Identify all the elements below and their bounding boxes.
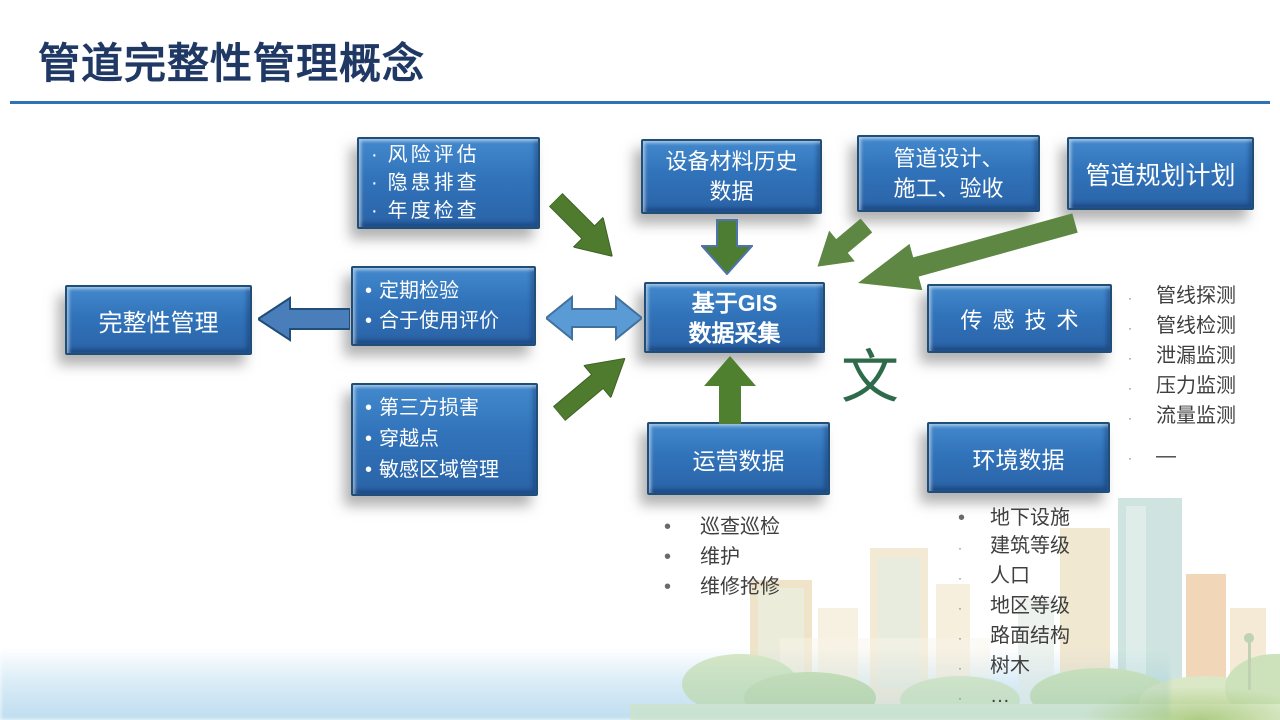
pipeline-design-construction-box: 管道设计、 施工、验收: [857, 135, 1040, 212]
equipment-line-1: 设备材料历史: [665, 148, 798, 174]
sensor-label: 传感技术: [960, 307, 1089, 333]
risk-assessment-box: · 风险评估 · 隐患排查 · 年度检查: [357, 137, 540, 229]
operation-label: 运营数据: [692, 447, 785, 474]
list-item: ·地区等级: [958, 595, 1070, 617]
risk-line-2: 隐患排查: [387, 172, 480, 194]
list-item: ·人口: [958, 565, 1030, 587]
environment-data-box: 环境数据: [927, 422, 1110, 493]
bullet: •: [365, 310, 373, 332]
third-line-3: 敏感区域管理: [379, 459, 500, 481]
list-item: ·…: [958, 685, 1010, 707]
arrow-operation-to-gis-icon: [704, 356, 756, 424]
list-item: ·管线探测: [1128, 285, 1236, 307]
third-party-damage-box: • 第三方损害 • 穿越点 • 敏感区域管理: [351, 383, 538, 496]
list-item: ·泄漏监测: [1128, 345, 1236, 367]
wen-annotation: 文: [841, 345, 900, 410]
integrity-label: 完整性管理: [98, 309, 219, 337]
list-item: •维修抢修: [664, 576, 780, 598]
sensor-technology-box: 传感技术: [927, 284, 1112, 353]
list-item: •巡查巡检: [664, 516, 780, 538]
list-item: ·管线检测: [1128, 315, 1236, 337]
bullet: ·: [371, 144, 381, 166]
list-item: ·路面结构: [958, 625, 1070, 647]
third-line-1: 第三方损害: [379, 397, 480, 419]
periodic-line-2: 合于使用评价: [379, 310, 500, 332]
list-item: ·压力监测: [1128, 375, 1236, 397]
environment-data-list: •地下设施 ·建筑等级 ·人口 ·地区等级 ·路面结构 ·树木 ·…: [958, 504, 1070, 712]
arrow-risk-to-gis-icon: [548, 192, 613, 257]
periodic-inspection-box: • 定期检验 • 合于使用评价: [351, 266, 536, 346]
list-item: ·建筑等级: [958, 535, 1070, 557]
arrow-planning-to-gis-icon: [858, 213, 1078, 291]
bullet: •: [365, 280, 373, 302]
arrow-equipment-to-gis-icon: [701, 219, 753, 275]
page-title: 管道完整性管理概念: [38, 40, 426, 87]
pipeline-planning-box: 管道规划计划: [1067, 137, 1254, 210]
arrow-thirdparty-to-gis-icon: [552, 357, 626, 422]
equipment-material-history-box: 设备材料历史 数据: [641, 139, 822, 214]
bullet: ·: [371, 172, 381, 194]
design-line-2: 施工、验收: [893, 175, 1004, 201]
bullet: •: [365, 397, 373, 419]
gis-line-1: 基于GIS: [691, 289, 778, 316]
bullet: ·: [371, 200, 381, 222]
list-item: ·流量监测: [1128, 405, 1236, 427]
risk-line-3: 年度检查: [387, 200, 480, 222]
periodic-line-1: 定期检验: [379, 280, 460, 302]
list-item: •维护: [664, 546, 740, 568]
double-arrow-periodic-gis-icon: [546, 294, 642, 342]
gis-data-collection-box: 基于GIS 数据采集: [644, 282, 825, 353]
planning-label: 管道规划计划: [1085, 161, 1236, 190]
third-line-2: 穿越点: [379, 428, 440, 450]
list-item: ·树木: [958, 655, 1030, 677]
risk-line-1: 风险评估: [387, 144, 480, 166]
grass-decoration: [1080, 686, 1280, 720]
title-divider: [10, 101, 1270, 104]
operation-data-box: 运营数据: [647, 422, 830, 495]
equipment-line-2: 数据: [709, 178, 754, 204]
list-item: ·—: [1128, 445, 1176, 467]
arrow-design-to-gis-icon: [817, 218, 873, 267]
design-line-1: 管道设计、: [893, 145, 1004, 171]
list-item: •地下设施: [958, 507, 1070, 529]
environment-label: 环境数据: [972, 446, 1065, 473]
bullet: •: [365, 459, 373, 481]
operation-data-list: •巡查巡检 •维护 •维修抢修: [664, 512, 780, 602]
sensor-technology-list: ·管线探测 ·管线检测 ·泄漏监测 ·压力监测 ·流量监测 ·—: [1128, 282, 1236, 472]
bullet: •: [365, 428, 373, 450]
arrow-to-integrity-icon: [258, 296, 350, 342]
integrity-management-box: 完整性管理: [65, 285, 252, 355]
gis-line-2: 数据采集: [688, 319, 781, 346]
